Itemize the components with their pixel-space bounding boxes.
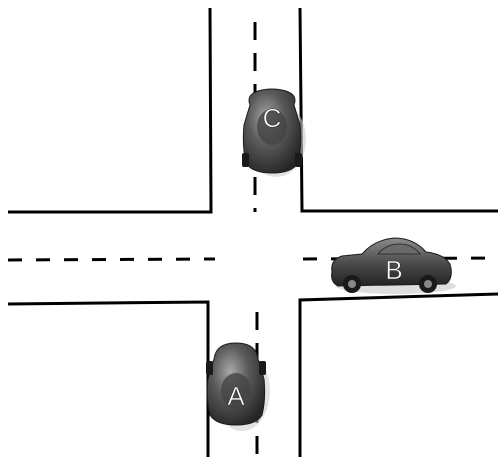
car-c-wheel-right <box>295 153 302 167</box>
car-c-wheel-left <box>242 153 249 167</box>
car-b-body <box>331 237 452 287</box>
curb-bottom-right <box>298 292 498 457</box>
car-a-wheel-left <box>206 361 213 375</box>
car-b-hub-front <box>348 280 356 288</box>
car-c-roof <box>257 109 287 145</box>
car-b-window <box>377 243 421 255</box>
car-b-hub-rear <box>424 280 432 288</box>
car-c: C <box>242 88 306 177</box>
car-b-label: B <box>385 255 402 285</box>
curb-bottom-left <box>7 300 210 457</box>
road-edges <box>7 7 498 457</box>
horizontal-center-line-left <box>7 257 216 262</box>
car-c-label: C <box>263 103 282 133</box>
curb-top-right <box>298 7 498 213</box>
curb-top-left <box>8 7 213 214</box>
car-a-roof <box>221 373 251 409</box>
car-a-label: A <box>227 381 245 411</box>
car-a-wheel-right <box>259 361 266 375</box>
car-a: A <box>206 342 270 431</box>
car-b: B <box>331 237 456 294</box>
